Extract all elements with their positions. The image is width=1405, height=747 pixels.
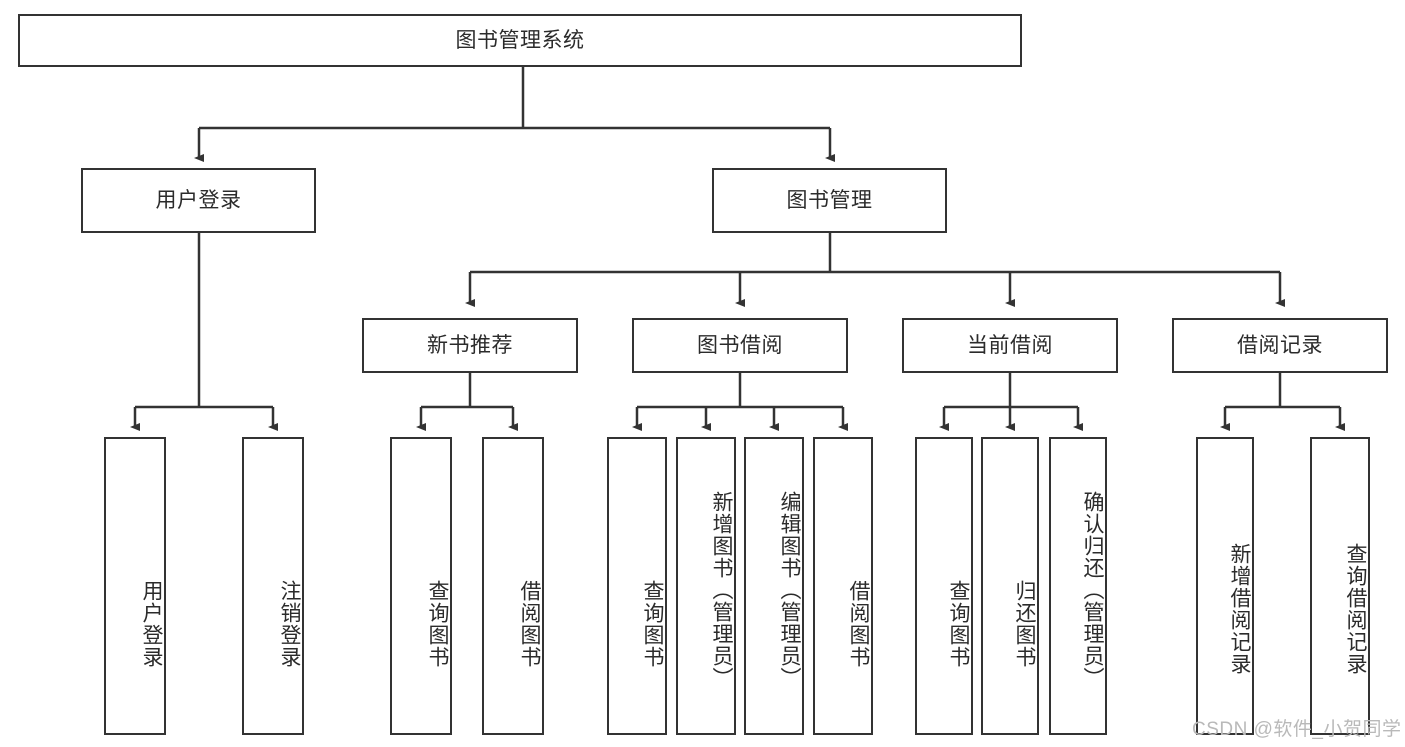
node-user-login[interactable]: 用户登录 xyxy=(81,168,316,233)
leaf-book-borrow-add-book-admin[interactable]: 新增图书（管理员） xyxy=(676,437,736,735)
node-borrow-record[interactable]: 借阅记录 xyxy=(1172,318,1388,373)
leaf-borrow-record-query-record[interactable]: 查询借阅记录 xyxy=(1310,437,1370,735)
leaf-user-login-login[interactable]: 用户登录 xyxy=(104,437,166,735)
node-root-book-management-system[interactable]: 图书管理系统 xyxy=(18,14,1022,67)
node-new-book-recommend[interactable]: 新书推荐 xyxy=(362,318,578,373)
node-current-borrow[interactable]: 当前借阅 xyxy=(902,318,1118,373)
leaf-current-borrow-return-book[interactable]: 归还图书 xyxy=(981,437,1039,735)
csdn-watermark: CSDN @软件_小贺同学 xyxy=(1192,719,1402,740)
leaf-current-borrow-confirm-return-admin[interactable]: 确认归还（管理员） xyxy=(1049,437,1107,735)
leaf-current-borrow-query-book[interactable]: 查询图书 xyxy=(915,437,973,735)
node-book-borrow[interactable]: 图书借阅 xyxy=(632,318,848,373)
leaf-book-borrow-edit-book-admin[interactable]: 编辑图书（管理员） xyxy=(744,437,804,735)
leaf-borrow-record-add-record[interactable]: 新增借阅记录 xyxy=(1196,437,1254,735)
leaf-new-book-query-book[interactable]: 查询图书 xyxy=(390,437,452,735)
leaf-book-borrow-borrow-book[interactable]: 借阅图书 xyxy=(813,437,873,735)
node-book-management[interactable]: 图书管理 xyxy=(712,168,947,233)
leaf-book-borrow-query-book[interactable]: 查询图书 xyxy=(607,437,667,735)
leaf-new-book-borrow-book[interactable]: 借阅图书 xyxy=(482,437,544,735)
leaf-user-login-logout[interactable]: 注销登录 xyxy=(242,437,304,735)
